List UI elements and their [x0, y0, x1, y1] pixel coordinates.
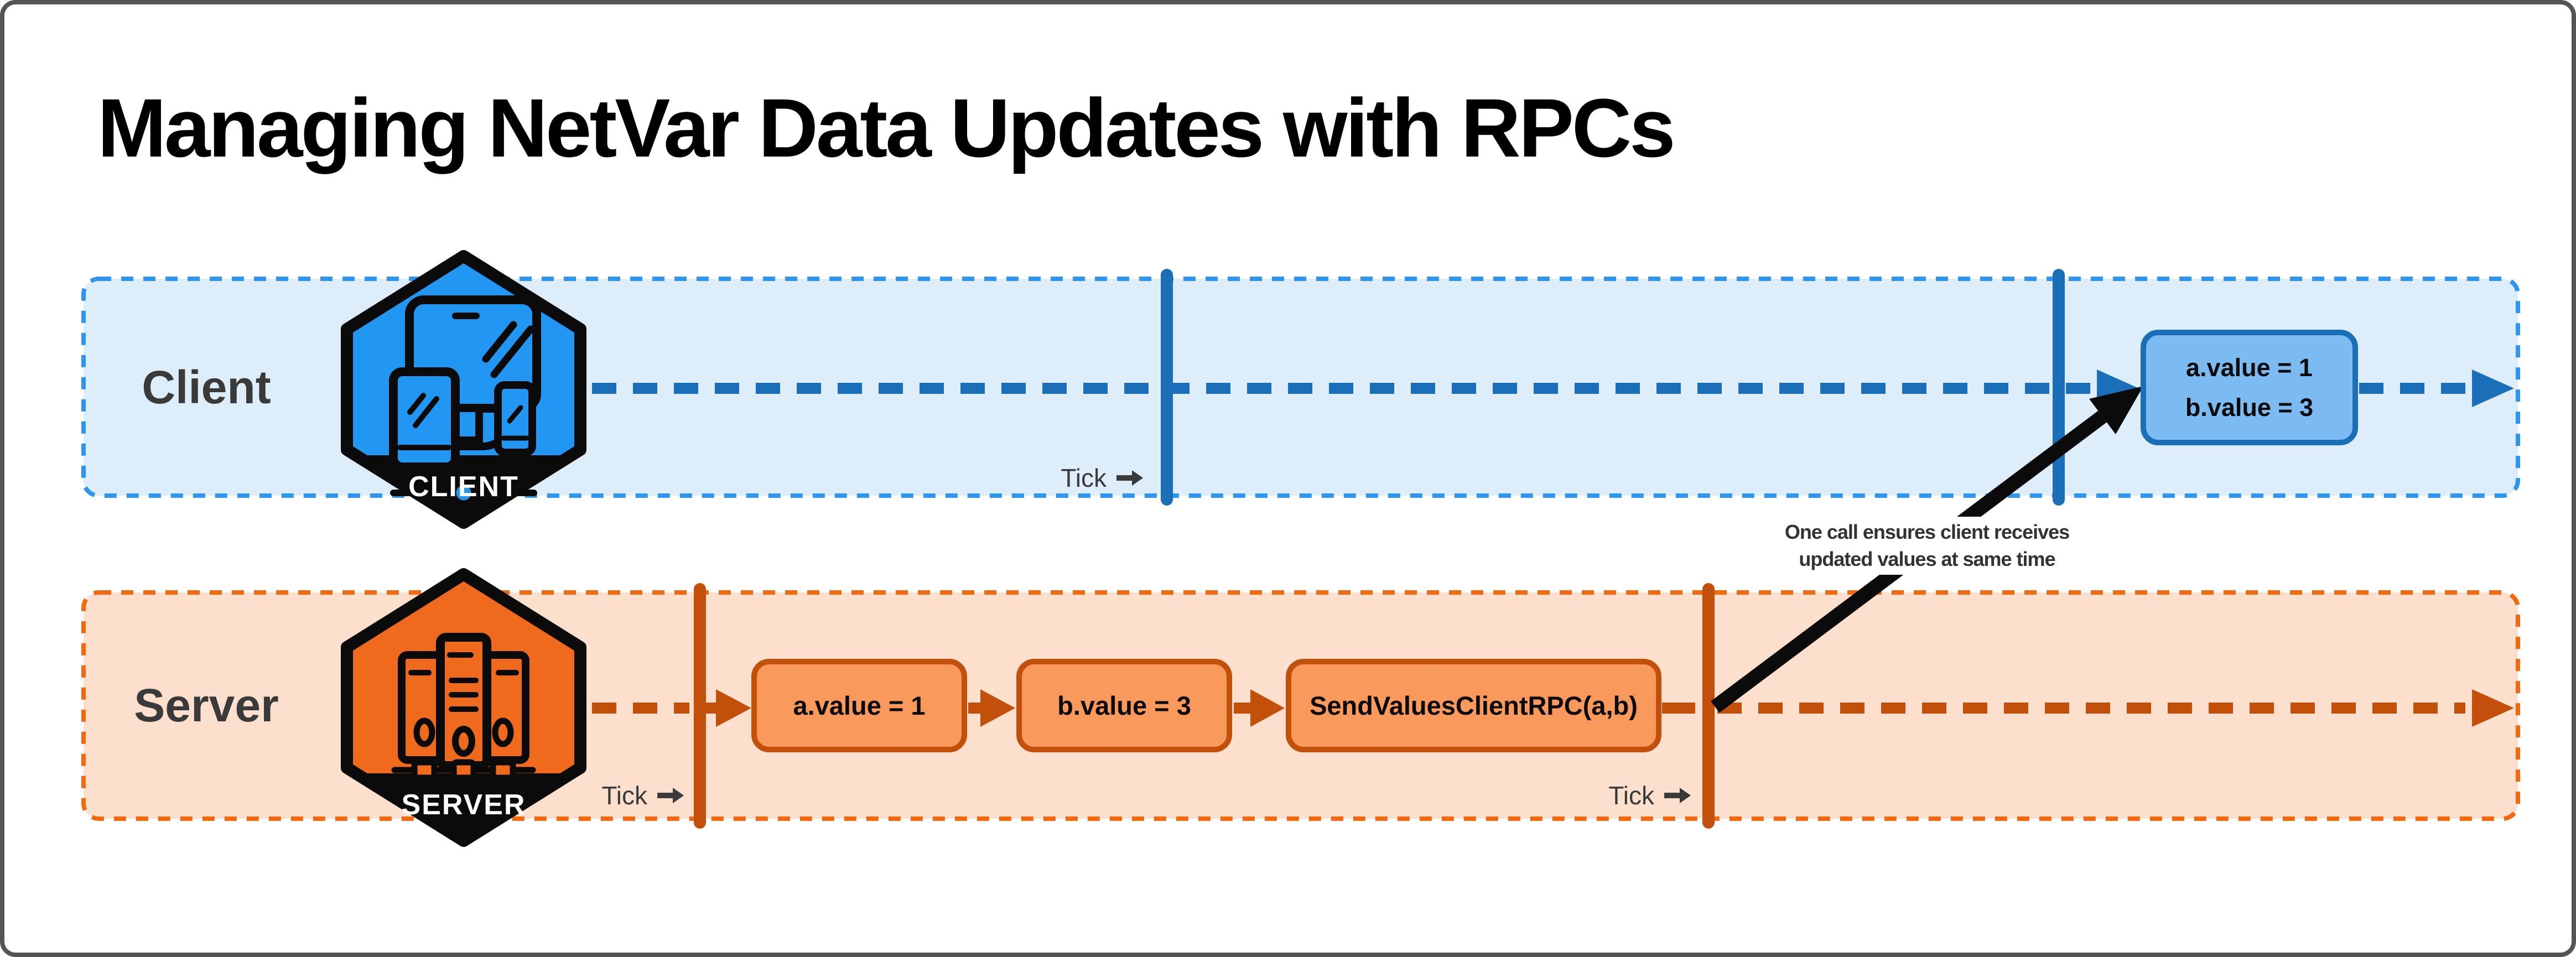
server-lane-label: Server — [134, 679, 279, 731]
client-devices-icon — [389, 295, 541, 508]
annotation-line2: updated values at same time — [1799, 547, 2055, 570]
server-step-b-value: b.value = 3 — [1016, 659, 1232, 752]
right-arrow-icon — [1664, 788, 1691, 803]
server-arrowhead-3 — [1250, 689, 1285, 727]
server-step-send-rpc: SendValuesClientRPC(a,b) — [1286, 659, 1661, 752]
annotation-line1: One call ensures client receives — [1784, 521, 2070, 543]
server-badge-label: SERVER — [402, 789, 526, 821]
client-tick-1 — [1161, 269, 1173, 506]
server-tick-label-1: Tick — [569, 779, 685, 812]
server-step-a-value: a.value = 1 — [751, 659, 967, 752]
client-values-box: a.value = 1 b.value = 3 — [2141, 330, 2358, 445]
server-tick-label-2: Tick — [1576, 779, 1692, 812]
client-arrowhead-lane-end — [2472, 370, 2514, 407]
rpc-annotation: One call ensures client receives updated… — [1731, 517, 2123, 575]
server-tick-1 — [694, 583, 706, 829]
diagram-graphics: CLIENT — [81, 250, 2520, 847]
server-timeline-arrow — [592, 689, 2514, 727]
client-values-line1: a.value = 1 — [2186, 353, 2313, 382]
server-arrowhead-2 — [980, 689, 1015, 727]
tick-label-text: Tick — [601, 781, 647, 810]
client-tick-label: Tick — [1022, 461, 1144, 495]
right-arrow-icon — [657, 788, 684, 803]
client-badge-label: CLIENT — [408, 471, 519, 503]
right-arrow-icon — [1116, 470, 1143, 486]
tick-label-text: Tick — [1061, 464, 1107, 492]
client-values-line2: b.value = 3 — [2185, 393, 2314, 422]
client-hexagon-badge: CLIENT — [341, 250, 586, 529]
tick-label-text: Tick — [1608, 781, 1654, 810]
server-arrowhead-1 — [716, 689, 751, 727]
server-arrowhead-lane-end — [2472, 689, 2514, 727]
client-lane-label: Client — [142, 361, 271, 413]
server-tick-2 — [1702, 583, 1715, 829]
client-tick-2 — [2053, 269, 2065, 506]
page-title: Managing NetVar Data Updates with RPCs — [97, 81, 1676, 174]
server-racks-icon — [391, 633, 536, 781]
